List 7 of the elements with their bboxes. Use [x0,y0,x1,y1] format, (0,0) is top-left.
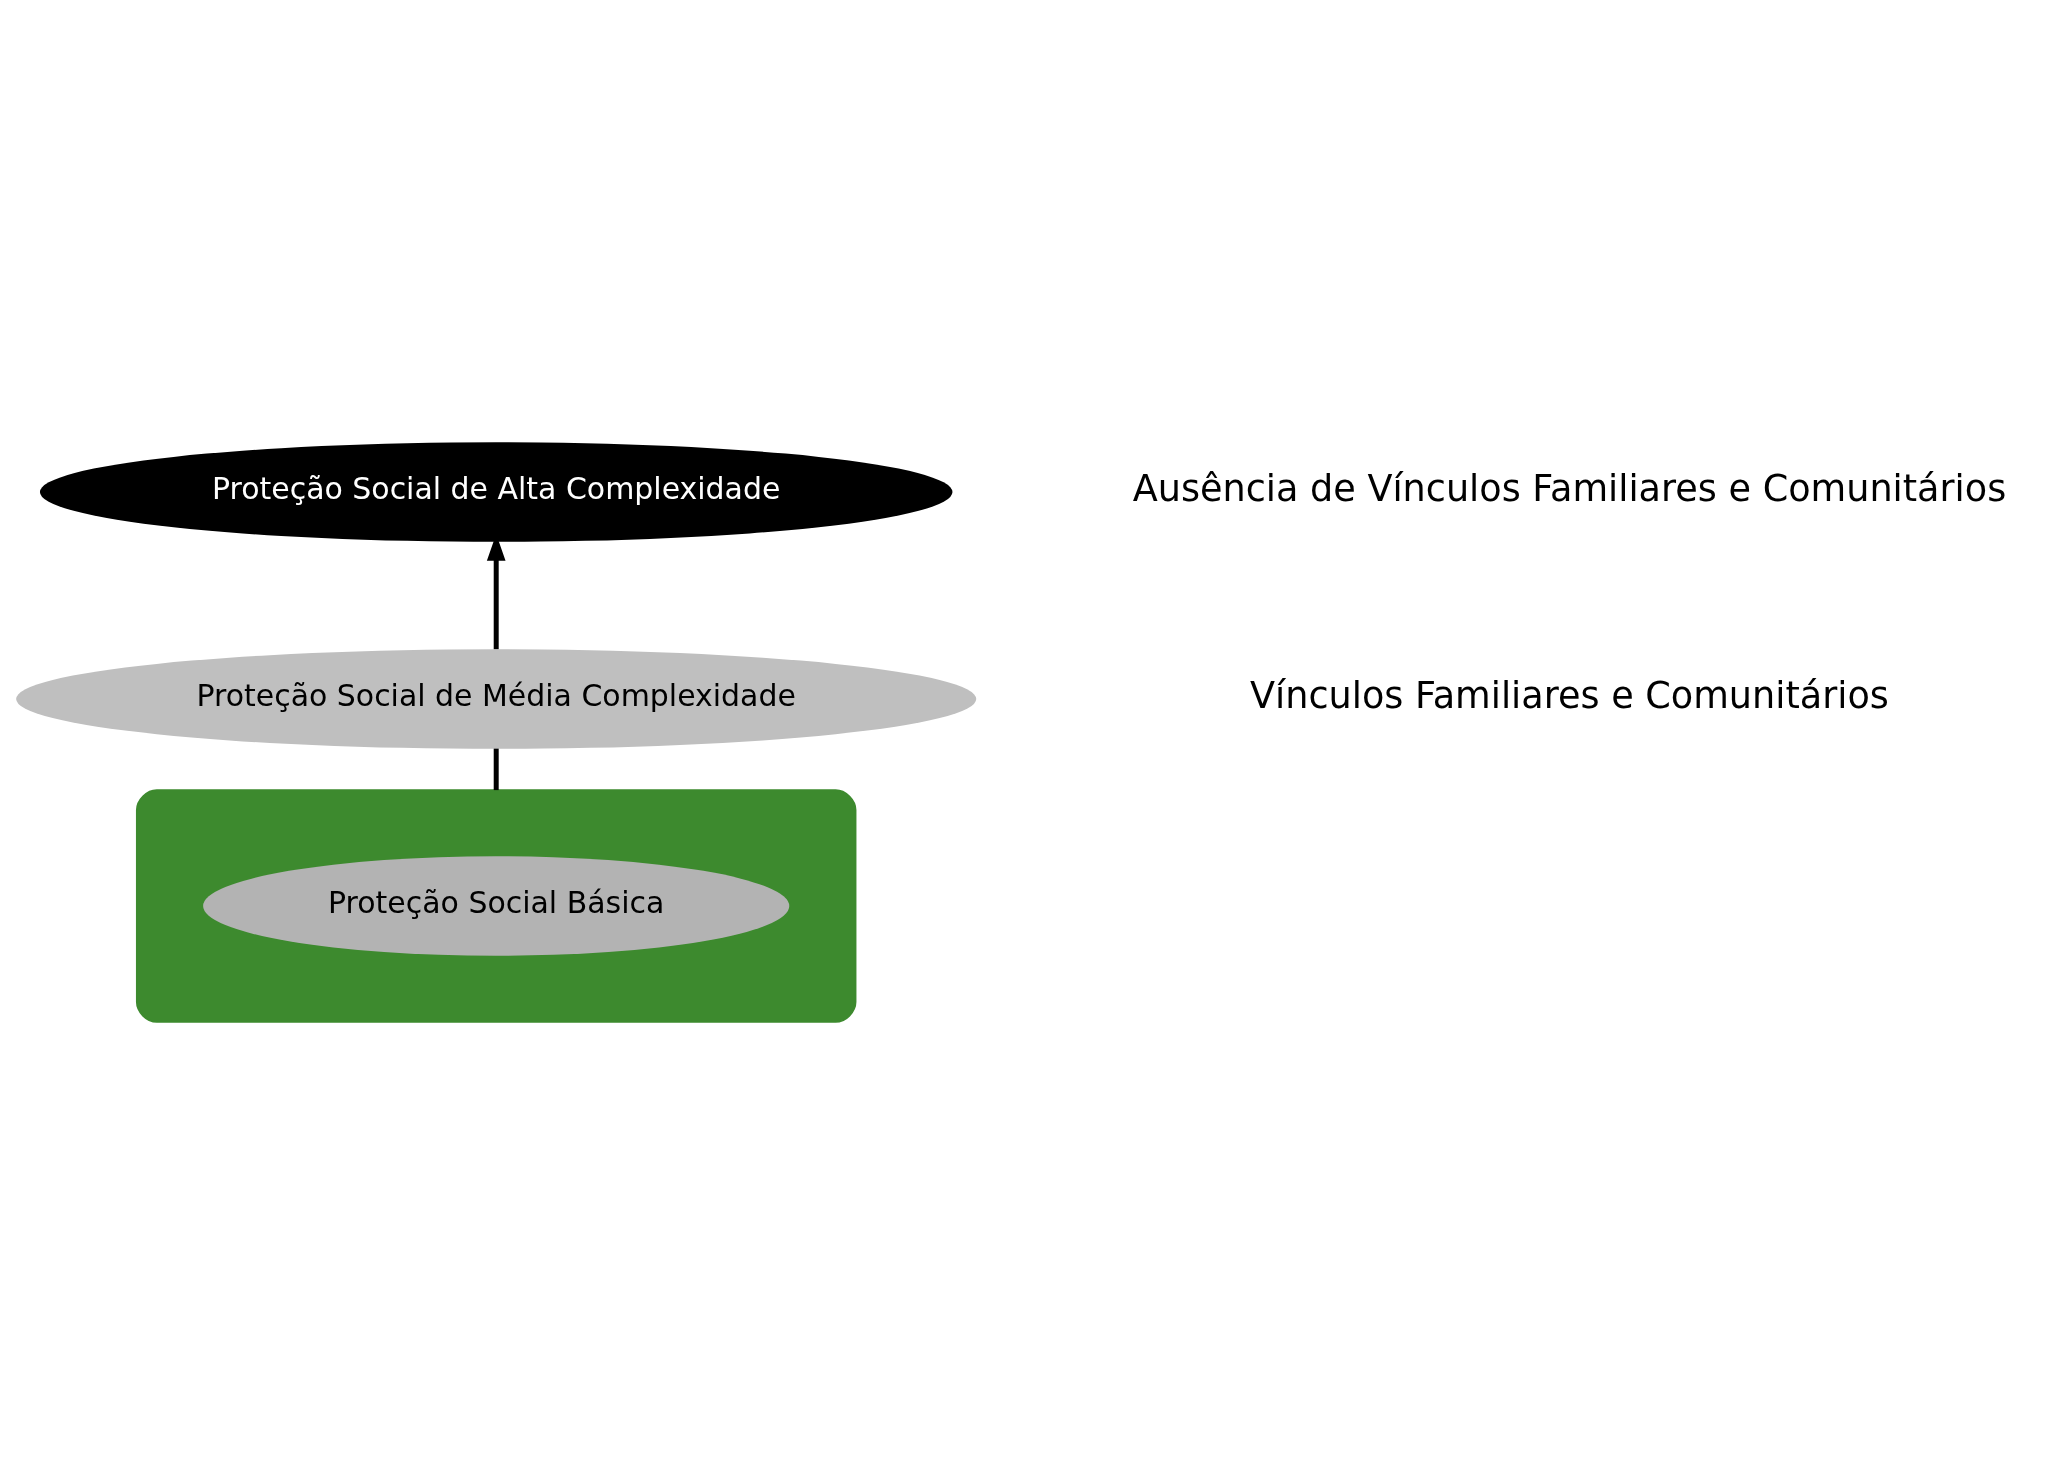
node-ellipse: Proteção Social de Alta Complexidade [39,442,953,542]
node-ellipse: Proteção Social Básica [203,856,790,956]
label: Vínculos Familiares e Comunitários [1250,674,1889,718]
node-ellipse: Proteção Social de Média Complexidade [16,649,977,749]
label: Ausência de Vínculos Familiares e Comunitários [1132,467,2007,511]
cluster [135,789,857,1023]
connector [493,748,499,791]
